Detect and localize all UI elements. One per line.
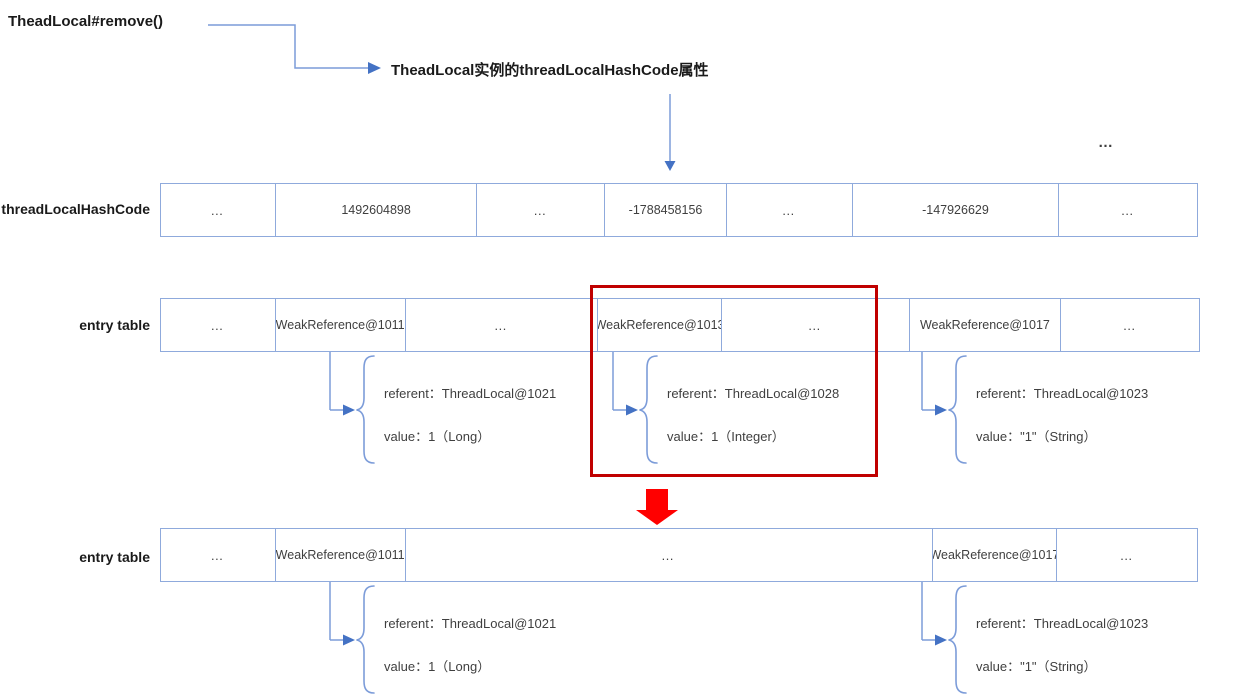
entry-table-after: … WeakReference@1011 … WeakReference@101…: [160, 528, 1198, 582]
entry-value: value：1（Long）: [384, 659, 491, 674]
entry-value: value：1（Long）: [384, 429, 491, 444]
hashcode-row-label: threadLocalHashCode: [1, 201, 150, 217]
entry-detail-after-1: referent：ThreadLocal@1021 value：1（Long）: [326, 582, 586, 699]
page-title: TheadLocal#remove(): [8, 13, 164, 30]
hashcode-cell: 1492604898: [276, 184, 478, 236]
entry-cell: WeakReference@1017: [910, 299, 1062, 351]
hashcode-cell: …: [727, 184, 853, 236]
entry-table-before: … WeakReference@1011 … WeakReference@101…: [160, 298, 1200, 352]
entry-referent: referent：ThreadLocal@1021: [384, 386, 557, 401]
entry-cell: …: [1122, 317, 1138, 333]
hashcode-cell: …: [1120, 202, 1136, 218]
hashcode-cell: …: [161, 184, 276, 236]
entry-detail-before-2: referent：ThreadLocal@1028 value：1（Intege…: [609, 352, 869, 472]
entry-table-after-label: entry table: [79, 549, 150, 565]
entry-table-before-label: entry table: [79, 317, 150, 333]
entry-referent: referent：ThreadLocal@1023: [976, 616, 1149, 631]
entry-cell: …: [406, 529, 933, 581]
brace-connector-icon: [612, 352, 658, 464]
brace-connector-icon: [921, 352, 967, 464]
hashcode-cell: -1788458156: [605, 184, 727, 236]
entry-value: value：1（Integer）: [667, 429, 785, 444]
entry-cell: …: [161, 529, 276, 581]
hashcode-cell: …: [477, 184, 606, 236]
subtitle-label: TheadLocal实例的threadLocalHashCode属性: [391, 62, 709, 79]
transform-arrow-icon: [646, 489, 668, 510]
entry-cell: …: [722, 299, 910, 351]
entry-cell: …: [1119, 547, 1135, 563]
entry-referent: referent：ThreadLocal@1023: [976, 386, 1149, 401]
hashcode-cell: -147926629: [853, 184, 1060, 236]
hashcode-table: … 1492604898 … -1788458156 … -147926629 …: [160, 183, 1198, 237]
entry-detail-before-1: referent：ThreadLocal@1021 value：1（Long）: [326, 352, 586, 472]
transform-arrow-head-icon: [636, 510, 678, 525]
title-to-subtitle-connector-icon: [208, 24, 381, 74]
entry-detail-after-2: referent：ThreadLocal@1023 value："1"（Stri…: [918, 582, 1178, 699]
entry-cell: WeakReference@1011: [276, 529, 406, 581]
down-arrow-icon: [664, 94, 676, 171]
entry-cell: …: [161, 299, 276, 351]
entry-cell: WeakReference@1017: [933, 529, 1058, 581]
overflow-ellipsis: …: [1098, 134, 1115, 151]
entry-value: value："1"（String）: [976, 429, 1097, 444]
entry-referent: referent：ThreadLocal@1021: [384, 616, 557, 631]
brace-connector-icon: [329, 582, 375, 694]
entry-detail-before-3: referent：ThreadLocal@1023 value："1"（Stri…: [918, 352, 1178, 472]
entry-cell: WeakReference@1011: [276, 299, 406, 351]
entry-value: value："1"（String）: [976, 659, 1097, 674]
brace-connector-icon: [329, 352, 375, 464]
entry-cell: WeakReference@1013: [598, 299, 722, 351]
entry-referent: referent：ThreadLocal@1028: [667, 386, 840, 401]
brace-connector-icon: [921, 582, 967, 694]
entry-cell: …: [406, 299, 599, 351]
